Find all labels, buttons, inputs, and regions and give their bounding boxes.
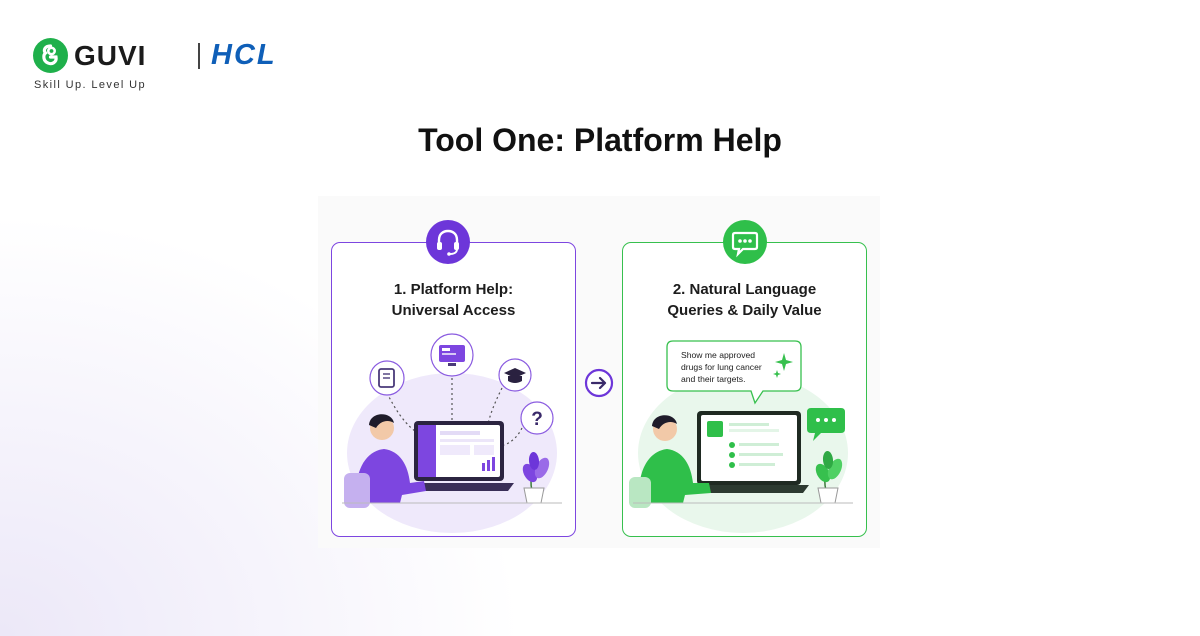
natural-language-illustration: Show me approved drugs for lung cancer a… bbox=[629, 340, 853, 533]
query-text-line: and their targets. bbox=[681, 374, 746, 384]
person-illustration bbox=[344, 414, 426, 508]
card-title-line: Universal Access bbox=[391, 302, 516, 319]
guvi-wordmark: GUVI bbox=[74, 40, 147, 71]
chat-bubble-icon bbox=[723, 220, 767, 264]
query-text-line: Show me approved bbox=[681, 350, 755, 360]
person-illustration bbox=[629, 415, 711, 508]
laptop-illustration bbox=[689, 411, 809, 493]
question-icon: ? bbox=[520, 401, 554, 435]
platform-help-illustration: ? bbox=[342, 333, 562, 533]
page-title: Tool One: Platform Help bbox=[418, 122, 782, 158]
headset-icon bbox=[426, 220, 470, 264]
card-title: 1. Platform Help: Universal Access bbox=[332, 279, 575, 321]
graduation-cap-icon bbox=[498, 358, 532, 392]
hcl-wordmark: HCL bbox=[211, 39, 277, 71]
laptop-illustration bbox=[404, 421, 514, 491]
card-title: 2. Natural Language Queries & Daily Valu… bbox=[623, 279, 866, 321]
card-natural-language: 2. Natural Language Queries & Daily Valu… bbox=[622, 242, 867, 537]
card-title-line: 1. Platform Help: bbox=[393, 281, 514, 298]
svg-text:?: ? bbox=[531, 409, 543, 430]
sparkle-icon bbox=[775, 353, 793, 371]
guvi-logo-icon bbox=[33, 38, 68, 73]
chat-bubble-icon bbox=[807, 408, 845, 441]
brand-header: GUVI HCL Skill Up. Level Up bbox=[33, 38, 333, 94]
book-icon bbox=[369, 360, 405, 396]
card-title-line: Queries & Daily Value bbox=[667, 302, 822, 319]
connector-arrow-icon bbox=[574, 368, 624, 398]
card-title-line: 2. Natural Language bbox=[672, 281, 817, 298]
brand-tagline: Skill Up. Level Up bbox=[34, 79, 147, 91]
brand-divider bbox=[198, 43, 200, 69]
card-platform-help: 1. Platform Help: Universal Access bbox=[331, 242, 576, 537]
query-text-line: drugs for lung cancer bbox=[681, 362, 762, 372]
query-speech-bubble: Show me approved drugs for lung cancer a… bbox=[666, 340, 802, 405]
monitor-icon bbox=[430, 333, 474, 377]
